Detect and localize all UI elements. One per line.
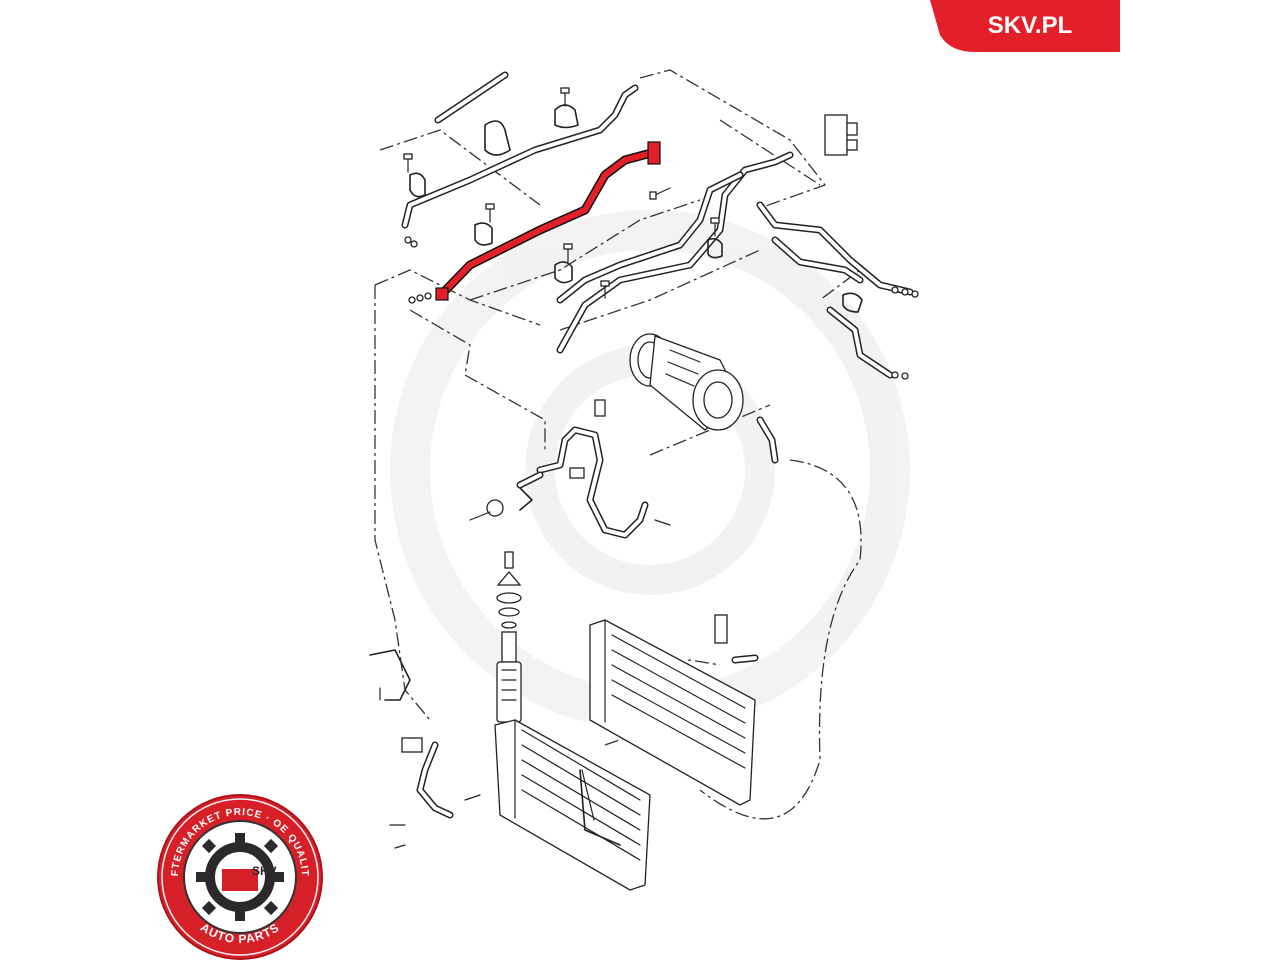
ac-hose-compressor (756, 416, 779, 464)
receiver-drier[interactable] (496, 551, 522, 723)
pipe-segment-top-left (434, 71, 509, 124)
ac-pipe-right (756, 201, 914, 379)
ac-pipe-upper (401, 84, 639, 229)
o-rings (404, 236, 919, 380)
logo-center-text: SKV (252, 864, 277, 878)
ac-pipe-lower-left (369, 649, 481, 849)
leader-lines (374, 69, 862, 820)
ac-compressor[interactable] (629, 333, 744, 431)
brand-badge[interactable]: SKV.PL (930, 0, 1120, 52)
brand-label: SKV.PL (988, 12, 1072, 39)
ac-refrigerant-pipe-highlighted[interactable] (435, 141, 661, 301)
ac-pipe-middle (556, 151, 794, 354)
watermark-gear-icon (390, 210, 910, 730)
bolts (403, 87, 720, 299)
pressure-switch (469, 399, 671, 526)
pipe-clips (409, 104, 863, 313)
radiator[interactable] (589, 614, 759, 806)
gear-icon (196, 833, 284, 921)
skv-autoparts-logo[interactable]: AFTERMARKET PRICE · OE QUALITY AUTO PART… (157, 794, 323, 960)
ac-pipe-lower-middle (516, 426, 649, 539)
expansion-valve[interactable] (824, 114, 858, 156)
condenser[interactable] (494, 719, 651, 891)
